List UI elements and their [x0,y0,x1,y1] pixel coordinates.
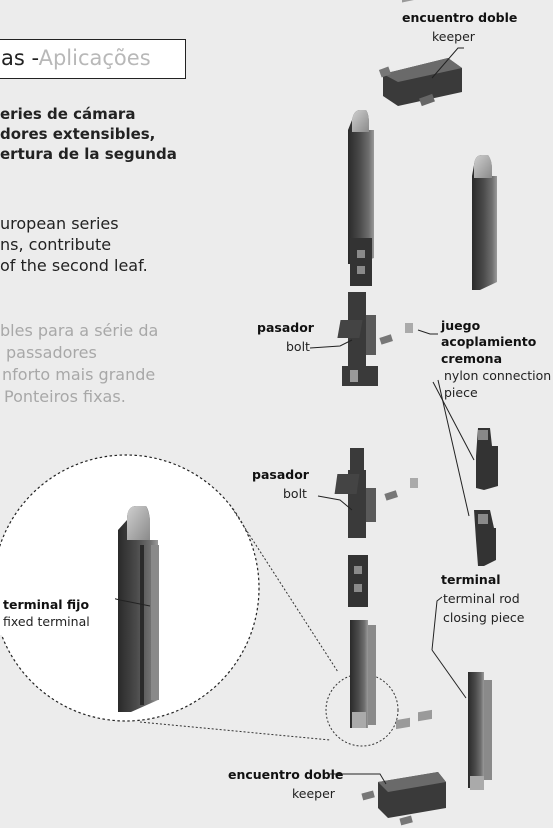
keeper-bottom-leader [330,773,387,785]
terminal-label-en-2: closing piece [443,610,525,625]
keeper-top-label-en: keeper [432,29,475,44]
juego-line-a [432,381,475,461]
keeper-bottom-label-es: encuentro doble [228,767,344,782]
spanish-line: eries de cámara [0,105,136,123]
terminal-line [431,649,467,699]
keeper-top-leader [431,47,464,79]
bolt-upper-label-es: pasador [257,320,314,335]
keeper-bottom [361,709,446,826]
bolt-lower-label-es: pasador [252,467,309,482]
terminal-leader [431,596,443,651]
portuguese-line: nforto mais grande [2,365,156,384]
section-tab: as -Aplicações [0,39,186,79]
portuguese-paragraph: bles para a série da passadores nforto m… [0,320,158,408]
spanish-paragraph: eries de cámara dores extensibles, ertur… [0,104,177,164]
english-paragraph: uropean series ns, contribute of the sec… [0,213,148,276]
juego-leader [417,329,438,335]
juego-part-a [476,428,498,490]
title-prefix: as - [1,46,39,70]
fixed-terminal-label-en: fixed terminal [3,614,90,629]
juego-part-b [474,510,496,566]
terminal-rod [468,672,492,790]
portuguese-line: Ponteiros fixas. [4,387,126,406]
juego-label-2: acoplamiento [441,334,537,349]
rod-upper-left [348,110,374,264]
portuguese-line: passadores [6,343,97,362]
fixed-terminal-large [118,506,159,712]
juego-label-en-1: nylon connection [444,368,552,383]
english-line: uropean series [0,214,119,233]
portuguese-line: bles para a série da [0,321,159,340]
rod-upper-right [472,155,497,290]
bolt-upper-label-en: bolt [286,339,310,354]
english-line: ns, contribute [0,235,112,254]
juego-label-1: juego [441,318,481,333]
keeper-top-label-es: encuentro doble [402,10,518,25]
terminal-label-es: terminal [441,572,501,587]
bolt1-leader [309,339,353,349]
juego-label-3: cremona [441,351,502,366]
keeper-bottom-label-en: keeper [292,786,335,801]
bolt-upper [342,292,378,386]
rod-lower-left [350,620,376,728]
block-upper [350,238,372,286]
block-lower [348,555,368,607]
juego-line-b [437,379,470,517]
spanish-line: ertura de la segunda [0,145,177,163]
section-title: as -Aplicações [1,46,151,70]
juego-label-en-2: piece [444,385,478,400]
fixed-label-bg [0,590,115,635]
bolt2-leader [317,495,353,511]
title-accent: Aplicações [38,46,151,70]
keeper-top [378,0,462,107]
connector-lower [334,474,418,501]
bolt-lower-label-en: bolt [283,486,307,501]
nylon-connector [337,320,413,345]
fixed-terminal-label-es: terminal fijo [3,597,90,612]
terminal-label-en-1: terminal rod [443,591,520,606]
english-line: of the second leaf. [0,256,148,275]
spanish-line: dores extensibles, [0,125,156,143]
